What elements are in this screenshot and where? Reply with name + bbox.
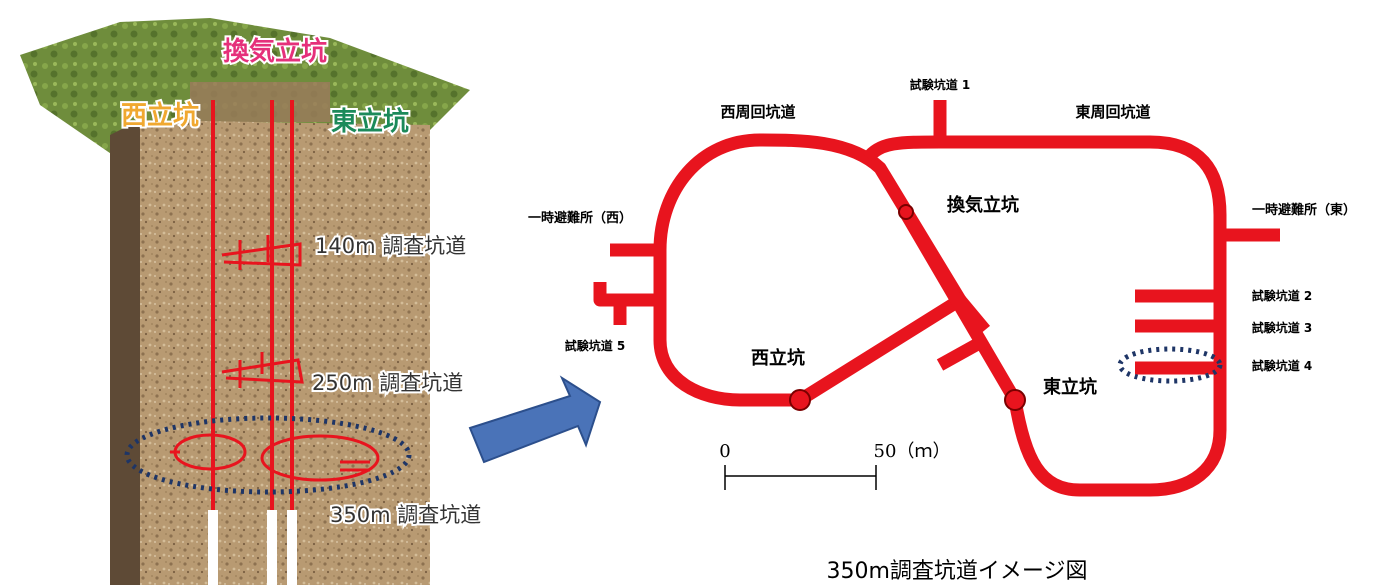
label-refuge-west: 一時避難所（西） [528, 210, 632, 226]
branch-stub-b [936, 334, 989, 371]
vent-shaft-marker [898, 204, 914, 220]
level-label-250m: 250m 調査坑道 [312, 371, 463, 395]
level-label-140m: 140m 調査坑道 [315, 234, 466, 258]
cross-section: 換気立坑 西立坑 東立坑 140m 調査坑道 250m 調査坑道 350m 調査… [20, 18, 483, 585]
shaft-extension [267, 510, 277, 585]
label-test3: 試験坑道 3 [1252, 320, 1313, 335]
branch-stub-a [955, 295, 990, 335]
label-refuge-east: 一時避難所（東） [1252, 202, 1356, 218]
highlight-ellipse-left [124, 415, 412, 495]
west-shaft-marker [789, 389, 811, 411]
scale-end-label: 50（ｍ） [874, 441, 951, 462]
gallery-350m [170, 433, 380, 482]
level-label-350m: 350m 調査坑道 [330, 503, 481, 527]
label-test2: 試験坑道 2 [1252, 288, 1313, 303]
scale-start-label: 0 [719, 441, 730, 462]
west-shaft-label: 西立坑 [121, 100, 199, 131]
gallery-140m [221, 235, 302, 270]
shaft-extension [287, 510, 297, 585]
shaft-extension [208, 510, 218, 585]
test-tunnel-5 [593, 282, 660, 325]
vent-shaft-label: 換気立坑 [223, 36, 327, 67]
plan-view [593, 100, 1280, 497]
highlight-ellipse-right [1117, 346, 1223, 384]
block-side [110, 120, 140, 585]
figure-caption: 350m調査坑道イメージ図 [827, 559, 1088, 584]
label-test1: 試験坑道 1 [910, 77, 971, 92]
label-west-loop: 西周回坑道 [720, 103, 795, 121]
arrow-icon [468, 375, 602, 464]
east-loop-tunnel [862, 135, 1227, 497]
label-east-shaft: 東立坑 [1043, 376, 1097, 398]
scale-bar: 0 50（ｍ） [719, 441, 950, 490]
label-vent-shaft: 換気立坑 [947, 194, 1019, 216]
east-shaft-label: 東立坑 [331, 106, 409, 137]
gallery-250m [221, 352, 304, 388]
west-loop-tunnel [653, 133, 967, 407]
label-test4: 試験坑道 4 [1252, 358, 1313, 373]
label-test5: 試験坑道 5 [565, 338, 626, 353]
label-west-shaft: 西立坑 [751, 347, 805, 369]
label-east-loop: 東周回坑道 [1075, 103, 1150, 121]
east-shaft-marker [1004, 389, 1026, 411]
